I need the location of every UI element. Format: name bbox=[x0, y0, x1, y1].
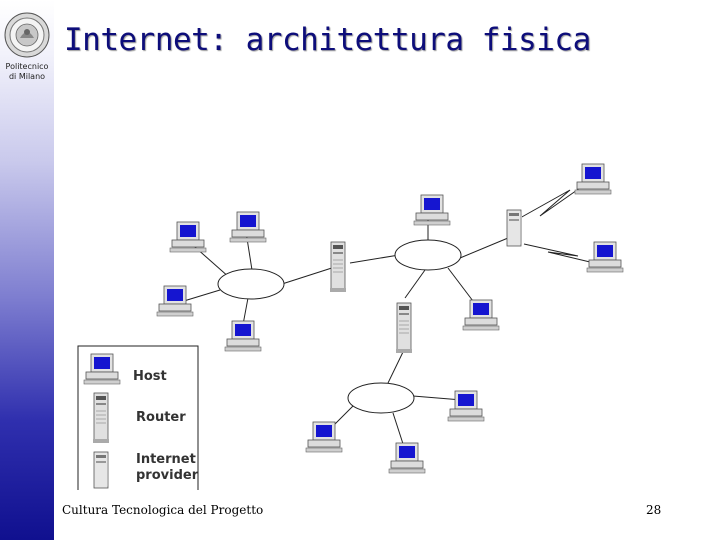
network-left bbox=[217, 268, 285, 300]
network-clouds bbox=[217, 239, 462, 414]
network-diagram bbox=[77, 163, 624, 490]
legend-provider-line-1: Internet bbox=[136, 452, 196, 467]
router-tower-icon bbox=[395, 302, 413, 354]
sidebar: Politecnico di Milano bbox=[0, 0, 54, 540]
institution-line-2: di Milano bbox=[8, 72, 46, 81]
network-bottom bbox=[347, 382, 415, 414]
desktop-computer-icon bbox=[305, 421, 343, 453]
hosts bbox=[156, 163, 624, 474]
legend-box bbox=[77, 345, 199, 490]
desktop-computer-icon bbox=[224, 320, 262, 352]
legend-provider-line-2: provider bbox=[136, 468, 199, 483]
desktop-computer-icon bbox=[229, 211, 267, 243]
university-seal-icon bbox=[4, 12, 50, 58]
desktop-computer-icon bbox=[462, 299, 500, 331]
lightning-link-icon bbox=[519, 187, 591, 263]
server-tower-icon bbox=[93, 451, 110, 489]
desktop-computer-icon bbox=[574, 163, 612, 195]
desktop-computer-icon bbox=[156, 285, 194, 317]
server-tower-icon bbox=[506, 209, 523, 247]
institution-name: Politecnico di Milano bbox=[0, 62, 54, 82]
legend-host-label: Host bbox=[133, 369, 167, 384]
network-right bbox=[394, 239, 462, 271]
footer-course-name: Cultura Tecnologica del Progetto bbox=[62, 503, 264, 517]
desktop-computer-icon bbox=[388, 442, 426, 474]
router-tower-icon bbox=[329, 241, 347, 293]
institution-line-1: Politecnico bbox=[5, 62, 49, 71]
legend-router-label: Router bbox=[136, 410, 186, 425]
desktop-computer-icon bbox=[413, 194, 451, 226]
page-number: 28 bbox=[646, 503, 662, 517]
router-tower-icon bbox=[92, 392, 110, 444]
desktop-computer-icon bbox=[447, 390, 485, 422]
desktop-computer-icon bbox=[169, 221, 207, 253]
slide-title: Internet: architettura fisica bbox=[64, 22, 591, 58]
desktop-computer-icon bbox=[586, 241, 624, 273]
legend-provider-label: Internet provider bbox=[136, 452, 198, 484]
